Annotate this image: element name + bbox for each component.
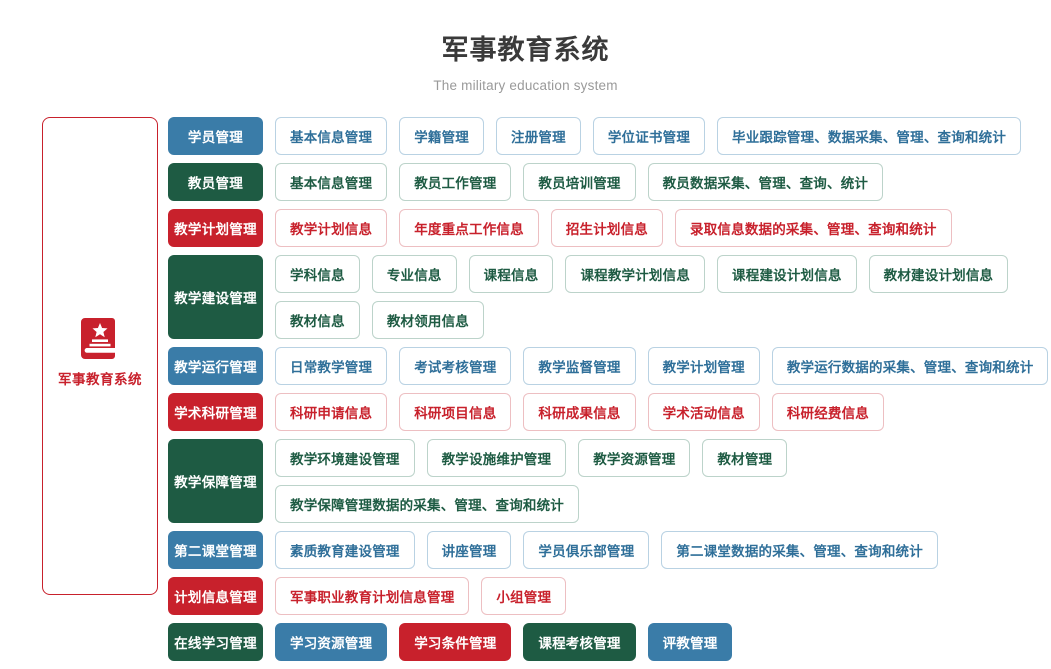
module-item-group: 学习资源管理学习条件管理课程考核管理评教管理: [275, 623, 733, 662]
module-item-button[interactable]: 毕业跟踪管理、数据采集、管理、查询和统计: [717, 117, 1022, 156]
module-item-button[interactable]: 学位证书管理: [592, 117, 706, 156]
module-category-button[interactable]: 教学运行管理: [168, 347, 263, 386]
module-row: 第二课堂管理素质教育建设管理讲座管理学员俱乐部管理第二课堂数据的采集、管理、查询…: [168, 531, 1051, 570]
module-item-button[interactable]: 学术活动信息: [647, 393, 760, 432]
page-header: 军事教育系统 The military education system: [0, 0, 1051, 93]
module-item-button[interactable]: 教学保障管理数据的采集、管理、查询和统计: [275, 485, 579, 524]
module-item-button[interactable]: 课程建设计划信息: [717, 255, 857, 294]
module-category-button[interactable]: 教学建设管理: [168, 255, 263, 340]
module-item-group: 军事职业教育计划信息管理小组管理: [275, 577, 567, 616]
module-item-button[interactable]: 讲座管理: [426, 531, 512, 570]
module-item-button[interactable]: 学习条件管理: [399, 623, 512, 662]
module-item-button[interactable]: 教材管理: [702, 439, 788, 478]
module-item-button[interactable]: 学员俱乐部管理: [523, 531, 650, 570]
module-item-button[interactable]: 课程教学计划信息: [565, 255, 706, 294]
module-item-button[interactable]: 教学设施维护管理: [426, 439, 567, 478]
sidebar-label: 军事教育系统: [58, 372, 142, 388]
module-item-button[interactable]: 学习资源管理: [275, 623, 388, 662]
module-category-button[interactable]: 教员管理: [168, 163, 263, 202]
module-item-button[interactable]: 学科信息: [275, 255, 360, 294]
module-item-button[interactable]: 基本信息管理: [275, 117, 388, 156]
module-item-button[interactable]: 教材信息: [275, 301, 360, 340]
module-item-button[interactable]: 课程考核管理: [523, 623, 636, 662]
module-row: 在线学习管理学习资源管理学习条件管理课程考核管理评教管理: [168, 623, 1051, 662]
module-item-button[interactable]: 评教管理: [647, 623, 733, 662]
module-item-button[interactable]: 教学资源管理: [578, 439, 691, 478]
module-item-group: 学科信息专业信息课程信息课程教学计划信息课程建设计划信息教材建设计划信息教材信息…: [275, 255, 1051, 340]
module-category-button[interactable]: 教学保障管理: [168, 439, 263, 524]
module-item-group: 教学环境建设管理教学设施维护管理教学资源管理教材管理教学保障管理数据的采集、管理…: [275, 439, 1051, 524]
module-category-button[interactable]: 第二课堂管理: [168, 531, 263, 570]
module-item-button[interactable]: 教材建设计划信息: [868, 255, 1009, 294]
module-item-group: 素质教育建设管理讲座管理学员俱乐部管理第二课堂数据的采集、管理、查询和统计: [275, 531, 938, 570]
module-item-button[interactable]: 第二课堂数据的采集、管理、查询和统计: [661, 531, 938, 570]
module-item-group: 日常教学管理考试考核管理教学监督管理教学计划管理教学运行数据的采集、管理、查询和…: [275, 347, 1049, 386]
module-item-button[interactable]: 教学运行数据的采集、管理、查询和统计: [771, 347, 1049, 386]
module-item-button[interactable]: 科研项目信息: [399, 393, 512, 432]
module-item-button[interactable]: 录取信息数据的采集、管理、查询和统计: [675, 209, 952, 248]
module-item-button[interactable]: 课程信息: [468, 255, 554, 294]
module-item-button[interactable]: 小组管理: [481, 577, 567, 616]
module-row: 计划信息管理军事职业教育计划信息管理小组管理: [168, 577, 1051, 616]
module-row: 教学保障管理教学环境建设管理教学设施维护管理教学资源管理教材管理教学保障管理数据…: [168, 439, 1051, 524]
module-item-button[interactable]: 教员数据采集、管理、查询、统计: [647, 163, 884, 202]
module-item-button[interactable]: 注册管理: [496, 117, 581, 156]
book-star-icon: [81, 318, 119, 360]
module-row: 教学计划管理教学计划信息年度重点工作信息招生计划信息录取信息数据的采集、管理、查…: [168, 209, 1051, 248]
module-item-group: 教学计划信息年度重点工作信息招生计划信息录取信息数据的采集、管理、查询和统计: [275, 209, 952, 248]
module-item-button[interactable]: 专业信息: [371, 255, 457, 294]
module-row: 教学建设管理学科信息专业信息课程信息课程教学计划信息课程建设计划信息教材建设计划…: [168, 255, 1051, 340]
module-item-button[interactable]: 教学计划管理: [647, 347, 760, 386]
module-category-button[interactable]: 计划信息管理: [168, 577, 263, 616]
module-item-button[interactable]: 素质教育建设管理: [275, 531, 415, 570]
module-category-button[interactable]: 学术科研管理: [168, 393, 263, 432]
module-item-button[interactable]: 教员培训管理: [523, 163, 636, 202]
module-item-button[interactable]: 招生计划信息: [550, 209, 664, 248]
module-item-button[interactable]: 教员工作管理: [399, 163, 512, 202]
module-row: 教学运行管理日常教学管理考试考核管理教学监督管理教学计划管理教学运行数据的采集、…: [168, 347, 1051, 386]
module-item-button[interactable]: 日常教学管理: [275, 347, 388, 386]
module-item-group: 科研申请信息科研项目信息科研成果信息学术活动信息科研经费信息: [275, 393, 885, 432]
page-title: 军事教育系统: [441, 35, 610, 65]
module-item-button[interactable]: 科研经费信息: [771, 393, 885, 432]
module-item-button[interactable]: 考试考核管理: [399, 347, 512, 386]
module-category-button[interactable]: 在线学习管理: [168, 623, 263, 662]
module-item-button[interactable]: 年度重点工作信息: [399, 209, 539, 248]
module-row: 学员管理基本信息管理学籍管理注册管理学位证书管理毕业跟踪管理、数据采集、管理、查…: [168, 117, 1051, 156]
module-item-button[interactable]: 学籍管理: [399, 117, 485, 156]
module-item-button[interactable]: 教材领用信息: [371, 301, 485, 340]
module-item-button[interactable]: 军事职业教育计划信息管理: [275, 577, 470, 616]
module-item-button[interactable]: 科研申请信息: [275, 393, 388, 432]
module-item-button[interactable]: 教学环境建设管理: [275, 439, 415, 478]
module-category-button[interactable]: 学员管理: [168, 117, 263, 156]
module-item-group: 基本信息管理学籍管理注册管理学位证书管理毕业跟踪管理、数据采集、管理、查询和统计: [275, 117, 1022, 156]
page-subtitle: The military education system: [433, 78, 618, 94]
module-rows: 学员管理基本信息管理学籍管理注册管理学位证书管理毕业跟踪管理、数据采集、管理、查…: [158, 117, 1051, 669]
content-area: 军事教育系统 学员管理基本信息管理学籍管理注册管理学位证书管理毕业跟踪管理、数据…: [0, 93, 1051, 669]
module-category-button[interactable]: 教学计划管理: [168, 209, 263, 248]
sidebar-brand: 军事教育系统: [58, 318, 142, 388]
module-item-group: 基本信息管理教员工作管理教员培训管理教员数据采集、管理、查询、统计: [275, 163, 884, 202]
module-row: 教员管理基本信息管理教员工作管理教员培训管理教员数据采集、管理、查询、统计: [168, 163, 1051, 202]
module-item-button[interactable]: 科研成果信息: [523, 393, 636, 432]
module-item-button[interactable]: 基本信息管理: [275, 163, 388, 202]
module-row: 学术科研管理科研申请信息科研项目信息科研成果信息学术活动信息科研经费信息: [168, 393, 1051, 432]
sidebar-panel: 军事教育系统: [42, 117, 158, 596]
module-item-button[interactable]: 教学监督管理: [523, 347, 636, 386]
module-item-button[interactable]: 教学计划信息: [275, 209, 388, 248]
